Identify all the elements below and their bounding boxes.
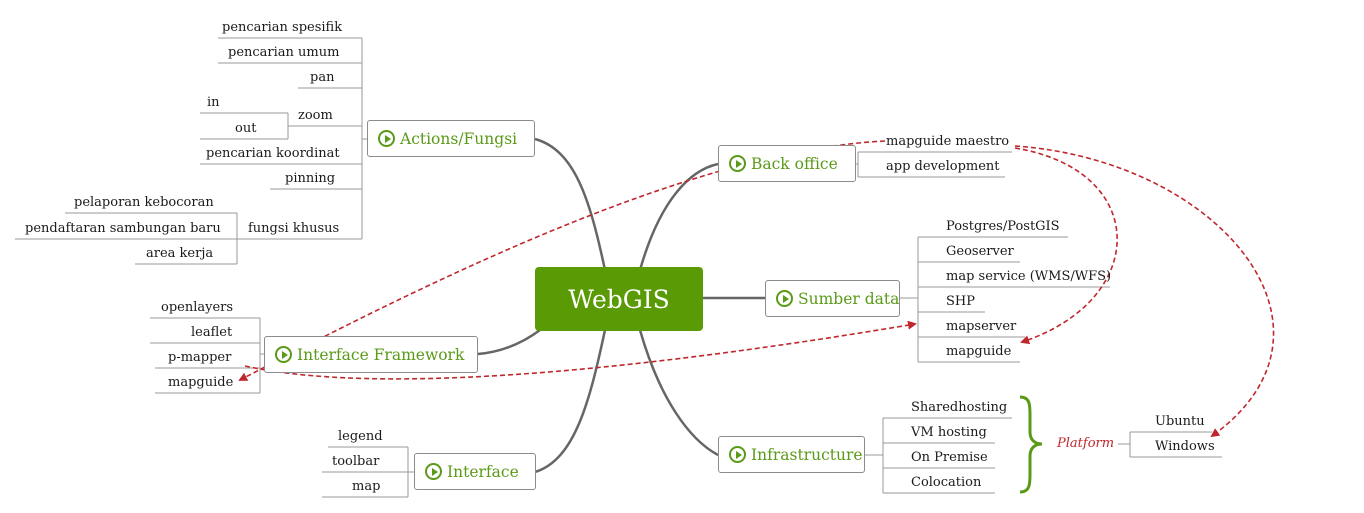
leaf-pencarian-umum[interactable]: pencarian umum [228,45,340,60]
leaf-mapguide-maestro[interactable]: mapguide maestro [886,134,1010,149]
topic-actions[interactable]: Actions/Fungsi [367,120,535,157]
play-icon[interactable] [425,463,442,480]
leaf-pinning[interactable]: pinning [285,171,336,186]
topic-interface-framework[interactable]: Interface Framework [264,336,478,373]
leaf-sharedhosting[interactable]: Sharedhosting [911,400,1008,415]
leaf-vm-hosting[interactable]: VM hosting [911,425,987,440]
leaf-mapguide[interactable]: mapguide [168,375,234,390]
leaf-mapguide-source[interactable]: mapguide [946,344,1012,359]
leaf-on-premise[interactable]: On Premise [911,450,988,465]
leaf-map[interactable]: map [352,479,381,494]
leaf-pencarian-koordinat[interactable]: pencarian koordinat [206,146,340,161]
topic-label: Interface [447,462,519,481]
leaf-leaflet[interactable]: leaflet [191,325,233,340]
leaf-pencarian-spesifik[interactable]: pencarian spesifik [222,20,343,35]
leaf-p-mapper[interactable]: p-mapper [168,350,232,365]
leaf-zoom[interactable]: zoom [298,108,333,123]
leaf-toolbar[interactable]: toolbar [332,454,380,469]
play-icon[interactable] [729,155,746,172]
topic-sumber-data[interactable]: Sumber data [765,280,900,317]
leaf-zoom-in[interactable]: in [207,95,220,110]
topic-label: Interface Framework [297,345,465,364]
topic-label: Back office [751,154,838,173]
leaf-shp[interactable]: SHP [946,294,975,309]
topic-label: Actions/Fungsi [400,129,518,148]
central-topic-label: WebGIS [568,284,670,314]
leaf-app-development[interactable]: app development [886,159,1000,174]
leaf-colocation[interactable]: Colocation [911,475,982,490]
platform-label[interactable]: Platform [1057,436,1115,451]
branch-actions [534,137,607,271]
leaf-windows[interactable]: Windows [1155,439,1215,454]
topic-back-office[interactable]: Back office [718,145,856,182]
play-icon[interactable] [378,130,395,147]
leaf-area-kerja[interactable]: area kerja [146,246,214,261]
leaf-legend[interactable]: legend [338,429,383,444]
topic-label: Infrastructure [751,445,863,464]
topic-infrastructure[interactable]: Infrastructure [718,436,865,473]
leaf-geoserver[interactable]: Geoserver [946,244,1014,259]
branch-interface [534,329,607,474]
leaf-map-service[interactable]: map service (WMS/WFS) [946,269,1112,284]
leaf-postgres-postgis[interactable]: Postgres/PostGIS [946,219,1060,234]
play-icon[interactable] [275,346,292,363]
link-pmapper-to-mapserver [244,320,917,380]
branch-back-office [638,162,719,271]
leaf-zoom-out[interactable]: out [235,121,257,136]
play-icon[interactable] [776,290,793,307]
leaf-mapserver[interactable]: mapserver [946,319,1017,334]
topic-label: Sumber data [798,289,900,308]
play-icon[interactable] [729,446,746,463]
leaf-pendaftaran-sambungan-baru[interactable]: pendaftaran sambungan baru [25,221,221,236]
branch-infrastructure [638,329,719,457]
leaf-fungsi-khusus[interactable]: fungsi khusus [248,221,340,236]
leaf-openlayers[interactable]: openlayers [161,300,234,315]
central-topic[interactable]: WebGIS [535,267,703,331]
platform-brace [1019,395,1043,494]
link-maestro-to-mapguide-source [1014,147,1118,345]
link-maestro-to-windows [1014,145,1275,438]
leaf-pan[interactable]: pan [310,70,335,85]
leaf-pelaporan-kebocoran[interactable]: pelaporan kebocoran [74,195,214,210]
topic-interface[interactable]: Interface [414,453,536,490]
branch-interface-framework [477,328,541,356]
leaf-ubuntu[interactable]: Ubuntu [1155,414,1205,429]
